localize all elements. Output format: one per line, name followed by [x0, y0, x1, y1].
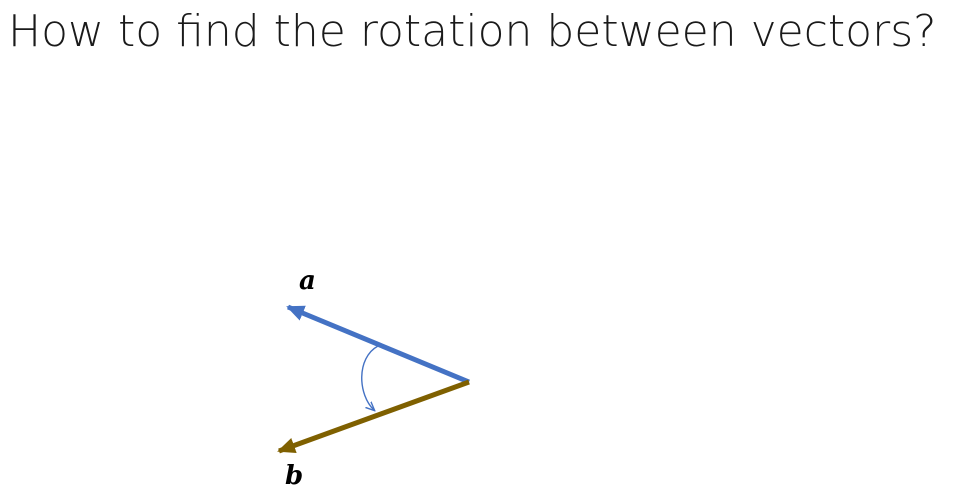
vector-b-label: b: [285, 461, 303, 489]
slide-title: How to find the rotation between vectors…: [8, 6, 937, 57]
vector-a-arrow: [286, 304, 470, 385]
rotation-arc-arrow: [361, 345, 379, 410]
vector-b-arrow: [277, 379, 470, 454]
vector-a-label: a: [299, 266, 316, 296]
